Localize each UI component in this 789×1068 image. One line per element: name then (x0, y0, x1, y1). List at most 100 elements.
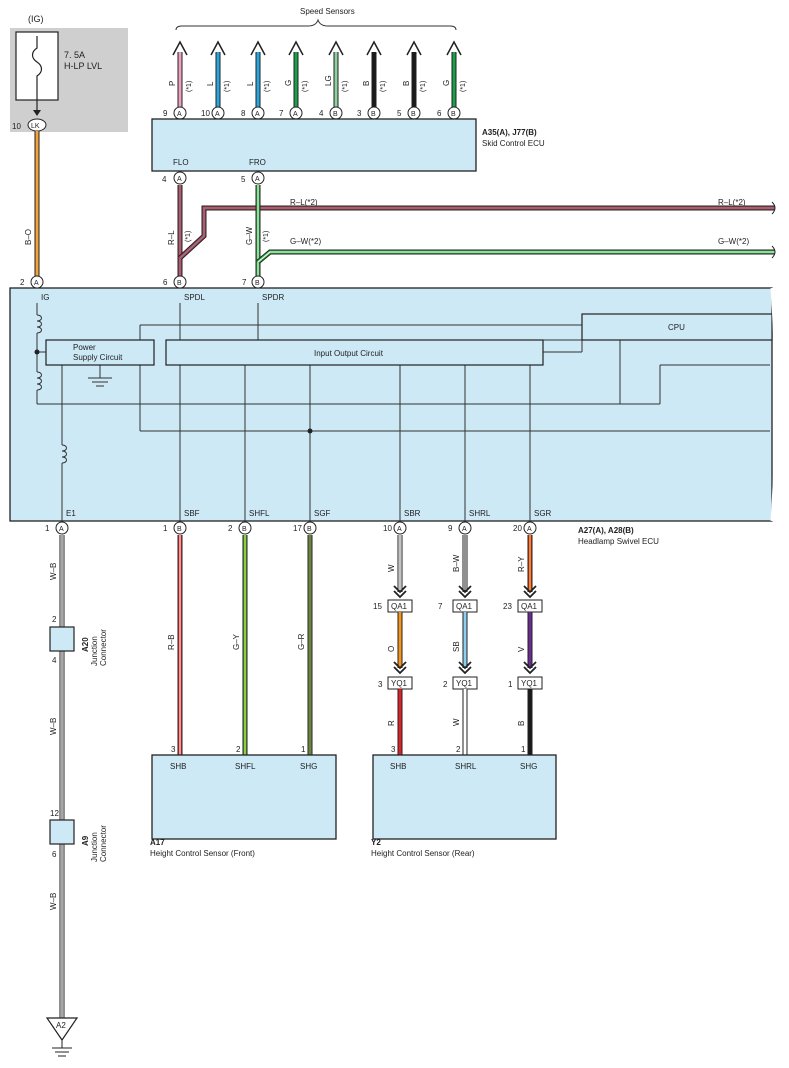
arrow-up-icon (210, 40, 226, 56)
sensor-rear-pin-number: 3 (391, 745, 396, 754)
swivel-bottom-conn-code: B (177, 526, 182, 533)
a9-name-1: Junction (90, 832, 99, 862)
power-supply-label-2: Supply Circuit (73, 353, 123, 362)
a20-name-2: Connector (99, 629, 108, 666)
ig-pin-number: 10 (12, 122, 21, 131)
skid-flo-conn: A (177, 176, 182, 183)
a9-name-2: Connector (99, 825, 108, 862)
rear-wire-code-1: R–Y (517, 556, 526, 572)
speed-sensor-conn-code: B (411, 111, 416, 118)
swivel-bottom-pin-number: 10 (383, 524, 392, 533)
front-wire-code: R–B (167, 634, 176, 650)
swivel-bottom-terminal-label: SHFL (249, 509, 270, 518)
swivel-ecu-name: Headlamp Swivel ECU (578, 537, 659, 546)
sensor-front-pin-number: 1 (301, 745, 306, 754)
wire-g-w-branch-stripe (257, 251, 775, 263)
sensor-rear-code: Y2 (371, 838, 381, 847)
speed-sensor-wire-note: (*1) (302, 81, 309, 92)
swivel-bottom-conn-code: A (397, 526, 402, 533)
sensor-rear-name: Height Control Sensor (Rear) (371, 849, 475, 858)
speed-sensor-wire-code: G (442, 80, 451, 86)
a20-name-1: Junction (90, 636, 99, 666)
sensor-front-pin-label: SHFL (235, 762, 256, 771)
skid-flo-label: FLO (173, 158, 189, 167)
a9-bot-pin: 6 (52, 850, 57, 859)
input-output-circuit-box (165, 339, 544, 366)
arrow-up-icon (172, 40, 188, 56)
rear-wire-code-3: B (517, 721, 526, 726)
speed-sensor-wire-code: L (246, 81, 255, 86)
swivel-ig-connector (30, 275, 44, 289)
swivel-spdl-pin: 6 (163, 278, 168, 287)
wire-r-l-2-right: R–L(*2) (718, 198, 746, 207)
cpu-box (581, 313, 773, 341)
a20-code: A20 (81, 637, 90, 652)
skid-flo-connector (173, 171, 187, 185)
swivel-bottom-connector (393, 521, 407, 535)
skid-ecu-code: A35(A), J77(B) (482, 128, 537, 137)
fuse-amp-label: 7. 5A (64, 50, 85, 60)
rear-yq-conn-code: YQ1 (521, 679, 538, 688)
skid-control-ecu-box (151, 118, 477, 172)
speed-sensor-conn-code: B (451, 111, 456, 118)
swivel-bottom-terminal-label: E1 (66, 509, 76, 518)
e1-inductor-icon (61, 444, 67, 464)
sensor-rear-pin-label: SHG (520, 762, 537, 771)
swivel-ig-pin: 2 (20, 278, 25, 287)
speed-sensor-pin-number: 6 (437, 109, 442, 118)
a9-top-pin: 12 (50, 809, 59, 818)
speed-sensor-conn-code: B (371, 111, 376, 118)
swivel-bottom-connector (238, 521, 252, 535)
wire-g-w-2-right: G–W(*2) (718, 237, 749, 246)
rear-qa-conn-code: QA1 (456, 602, 473, 611)
swivel-bottom-conn-code: B (307, 526, 312, 533)
wire-w-b-code-2: W–B (49, 718, 58, 735)
speed-sensor-wire-code: B (402, 81, 411, 86)
ground-connector-a2 (45, 1017, 79, 1042)
speed-sensor-conn-code: A (177, 111, 182, 118)
rear-yq-conn-code: YQ1 (391, 679, 408, 688)
rear-wire-code-1: B–W (452, 554, 461, 572)
speed-sensor-wire-note: (*1) (186, 81, 193, 92)
rear-wire-code-2: V (517, 646, 526, 652)
speed-sensor-wire-note: (*1) (380, 81, 387, 92)
sensor-rear-pin-label: SHRL (455, 762, 477, 771)
rear-wire-code-3: W (452, 718, 461, 726)
swivel-bottom-terminal-label: SGR (534, 509, 552, 518)
speed-sensor-conn-code: A (255, 111, 260, 118)
speed-sensor-wire-note: (*1) (224, 81, 231, 92)
ig-inductor-icon (36, 314, 42, 334)
sensor-front-pin-label: SHB (170, 762, 186, 771)
rear-wire-code-2: SB (452, 641, 461, 652)
skid-fro-pin: 5 (241, 175, 246, 184)
ig-inductor-2-icon (36, 371, 42, 391)
wire-r-l-note: (*1) (185, 231, 192, 242)
skid-fro-connector (251, 171, 265, 185)
rear-yq-pin-number: 2 (443, 680, 448, 689)
arrow-up-icon (446, 40, 462, 56)
speed-sensor-pin-number: 4 (319, 109, 324, 118)
wire-r-l-2-left: R–L(*2) (290, 198, 318, 207)
speed-sensor-conn-code: B (333, 111, 338, 118)
rear-qa-conn-code: QA1 (521, 602, 538, 611)
swivel-bottom-pin-number: 1 (163, 524, 168, 533)
junction-dot (34, 349, 40, 355)
fuse-name-label: H-LP LVL (64, 61, 102, 71)
swivel-spdl-conn: B (177, 280, 182, 287)
rear-qa-conn-code: QA1 (391, 602, 408, 611)
a20-bot-pin: 4 (52, 656, 57, 665)
sensor-rear-pin-label: SHB (390, 762, 406, 771)
arrow-up-icon (366, 40, 382, 56)
wire-g-w-2-left: G–W(*2) (290, 237, 321, 246)
wire-r-l-branch-stripe (179, 207, 775, 259)
power-supply-circuit-box (45, 339, 155, 366)
speed-sensor-wire-code: B (362, 81, 371, 86)
wire-r-l-code: R–L (167, 230, 176, 245)
speed-sensor-wire-note: (*1) (264, 81, 271, 92)
a9-code: A9 (81, 835, 90, 846)
rear-qa-pin-number: 15 (373, 602, 382, 611)
front-wire-code: G–R (297, 633, 306, 650)
rear-yq-pin-number: 3 (378, 680, 383, 689)
